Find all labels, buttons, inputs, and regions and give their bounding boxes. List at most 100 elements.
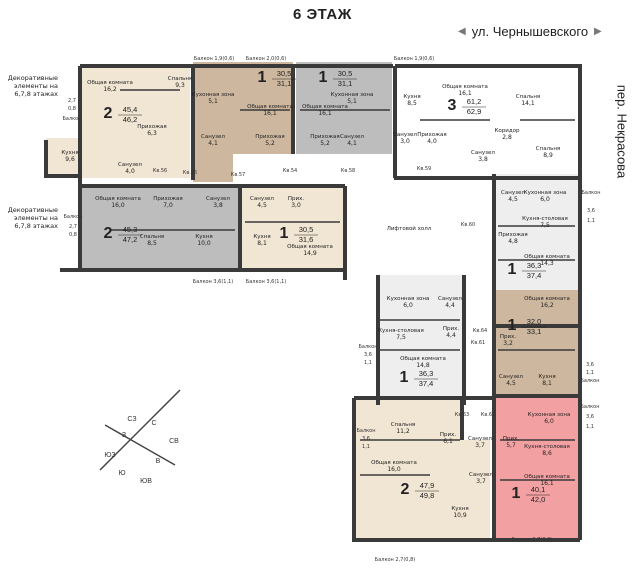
room-area-45: 6,1 — [443, 438, 453, 445]
room-label-16: Санузел — [393, 132, 417, 138]
balcony-label-16: Балкон — [356, 428, 375, 434]
room-label-49: Кухня-столовая — [524, 444, 570, 450]
room-area-52: 10,9 — [453, 512, 467, 519]
apt-rooms-a3: 1 — [319, 69, 328, 86]
room-area-49: 8,6 — [542, 450, 552, 457]
room-label-35: Кухонная зона — [387, 296, 430, 302]
compass-label-3: ЮВ — [140, 478, 152, 485]
apt-area-total-a9: 36,3 — [419, 369, 434, 378]
room-area-51: 3,7 — [476, 478, 486, 485]
corridor-label-0: Кв.56 — [153, 168, 167, 174]
apartment-fill-a5 — [80, 188, 240, 270]
apt-area-living-a9: 37,4 — [419, 379, 434, 388]
compass-label-1: СВ — [169, 438, 179, 445]
balcony-label-18: 1,1 — [362, 444, 370, 450]
room-area-29: 14,9 — [303, 250, 317, 257]
room-label-48: Кухонная зона — [528, 412, 571, 418]
room-area-53: 16,1 — [540, 480, 554, 487]
apt-area-total-a10: 47,9 — [420, 481, 435, 490]
balcony-label-0: Балкон 1,9(0,6) — [194, 56, 234, 62]
room-label-36: Санузел — [438, 296, 462, 302]
room-label-52: Кухня — [451, 506, 468, 512]
balcony-label-24: 1,1 — [587, 218, 595, 224]
apt-area-total-a2: 30,5 — [277, 69, 292, 78]
apartment-fill-a2 — [233, 62, 293, 154]
room-area-22: 7,0 — [163, 202, 173, 209]
room-area-2: 6,3 — [147, 130, 157, 137]
room-label-45: Прих. — [440, 432, 456, 438]
room-area-1: 9,3 — [175, 82, 185, 89]
balcony-label-11: 2,7 — [69, 224, 77, 230]
room-area-28: 8,1 — [257, 240, 267, 247]
room-label-39: Общая комната — [400, 356, 446, 362]
room-label-8: Прихожая — [255, 134, 284, 140]
room-label-17: Прихожая — [417, 132, 446, 138]
apt-rooms-a8: 1 — [508, 317, 517, 334]
room-area-37: 7,5 — [396, 334, 406, 341]
room-area-25: 10,0 — [197, 240, 211, 247]
apartment-fill-a10 — [430, 440, 490, 538]
apartment-fill-a2 — [193, 62, 233, 182]
corridor-label-5: Кв.59 — [417, 166, 431, 172]
compass-label-5: ЮЗ — [104, 452, 115, 459]
room-label-38: Прих. — [443, 326, 459, 332]
room-label-28: Кухня — [253, 234, 270, 240]
room-label-50: Общая комната — [371, 460, 417, 466]
corridor-label-6: Кв.60 — [461, 222, 475, 228]
apt-area-living-a3: 31,1 — [338, 79, 353, 88]
room-area-46: 3,7 — [475, 442, 485, 449]
corridor-label-4: Кв.58 — [341, 168, 355, 174]
corridor-label-3: Кв.54 — [283, 168, 297, 174]
balcony-label-13: Балкон — [358, 344, 377, 350]
room-area-17: 4,0 — [427, 138, 437, 145]
room-area-44: 11,2 — [396, 428, 410, 435]
room-label-7: Общая комната — [247, 104, 293, 110]
corridor-label-1: Кв.55 — [183, 170, 197, 176]
room-area-24: 8,5 — [147, 240, 157, 247]
balcony-label-19: 3,6 — [586, 362, 594, 368]
apt-area-living-a10: 49,8 — [420, 491, 435, 500]
apt-area-living-a2: 31,1 — [277, 79, 292, 88]
room-label-19: Санузел — [471, 150, 495, 156]
balcony-label-26: 3,6 — [586, 414, 594, 420]
room-area-15: 14,1 — [521, 100, 535, 107]
room-label-10: Прихожая — [310, 134, 339, 140]
room-label-9: Общая комната — [302, 104, 348, 110]
room-label-5: Кухонная зона — [192, 92, 235, 98]
street-name-top: ул. Чернышевского — [471, 24, 589, 39]
room-label-1: Спальня — [168, 76, 192, 82]
balcony-label-17: 3,6 — [362, 436, 370, 442]
apt-rooms-a11: 1 — [512, 485, 521, 502]
balcony-label-23: 3,6 — [587, 208, 595, 214]
room-area-10: 5,2 — [320, 140, 330, 147]
room-label-15: Спальня — [516, 94, 540, 100]
room-area-50: 16,0 — [387, 466, 401, 473]
room-area-11: 5,1 — [347, 98, 357, 105]
room-label-51: Санузел — [469, 472, 493, 478]
decor-note-bottom: Декоративные элементы на 6,7,8 этажах — [7, 206, 58, 230]
room-label-31: Кухонная зона — [524, 190, 567, 196]
room-label-6: Санузел — [201, 134, 225, 140]
balcony-label-1: Балкон 2,0(0,6) — [246, 56, 286, 62]
balcony-label-6: Балкон 2,7(0,8) — [512, 537, 552, 543]
room-area-48: 6,0 — [544, 418, 554, 425]
apartment-fill-a11 — [496, 398, 580, 538]
room-label-12: Санузел — [340, 134, 364, 140]
apt-rooms-a7: 1 — [508, 261, 517, 278]
apt-area-total-a5: 45,3 — [123, 225, 138, 234]
compass-label-4: Ю — [118, 470, 125, 477]
lift-hall-label: Лифтовой холл — [387, 225, 432, 232]
room-area-26: 4,5 — [257, 202, 267, 209]
room-area-5: 5,1 — [208, 98, 218, 105]
room-label-53: Общая комната — [524, 474, 570, 480]
room-label-33: Прихожая — [498, 232, 527, 238]
balcony-label-21: Балкон — [580, 378, 599, 384]
compass-label-0: С — [151, 420, 156, 427]
room-label-0: Общая комната — [87, 80, 133, 86]
room-area-19: 3,8 — [478, 156, 488, 163]
room-label-13: Кухня — [403, 94, 420, 100]
apt-rooms-a5: 2 — [104, 225, 113, 242]
apartment-fill-a8 — [494, 290, 578, 396]
room-label-24: Спальня — [140, 234, 164, 240]
